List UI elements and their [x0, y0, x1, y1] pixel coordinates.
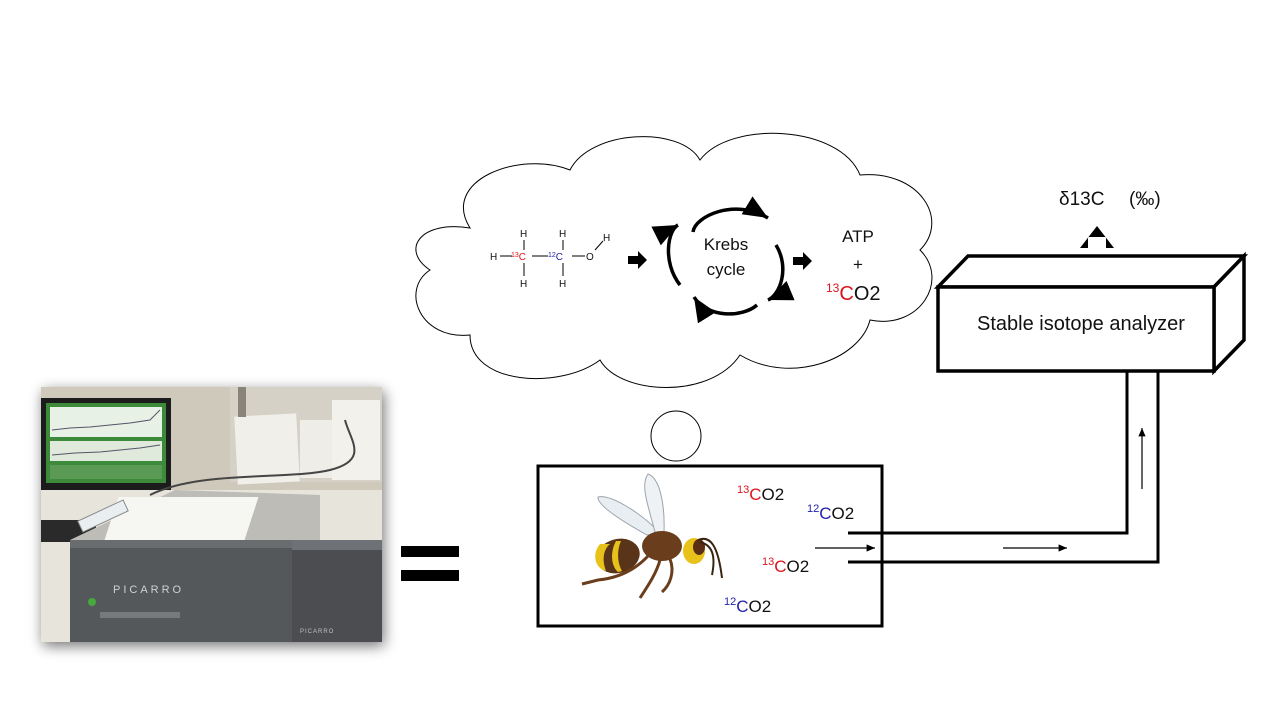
instrument-photo: PICARRO PICARRO [41, 387, 382, 642]
delta13c-label: δ13C [1059, 189, 1104, 210]
co2-label-12-b: 12CO2 [724, 596, 771, 616]
cloud-arrow-1 [628, 251, 647, 269]
delta13c-unit: (‰) [1129, 189, 1161, 210]
thought-cloud [415, 132, 933, 518]
krebs-cycle-arrows-icon [651, 196, 795, 324]
thought-bubble-large [650, 410, 702, 462]
respiration-chamber [536, 464, 884, 628]
carbon-13-atom: 13C [511, 252, 526, 263]
equals-symbol [401, 546, 459, 581]
ethanol-molecule: H H H H H H 13C 12C O [490, 229, 610, 290]
oxygen-atom: O [586, 252, 594, 263]
second-unit-brand: PICARRO [300, 629, 334, 635]
monitor-screen [41, 398, 171, 500]
device-brand-label: PICARRO [113, 584, 184, 596]
isotope-analyzer-box [933, 251, 1249, 376]
co2-label-13-a: 13CO2 [737, 484, 784, 504]
carbon-12-atom: 12C [548, 252, 563, 263]
atp-label: ATP [842, 227, 874, 246]
hornet-icon [581, 473, 723, 599]
h-top-1: H [520, 229, 527, 240]
analyzer-label: Stable isotope analyzer [977, 313, 1185, 335]
h-top-2: H [559, 229, 566, 240]
co2-label-13-b: 13CO2 [762, 556, 809, 576]
krebs-label-line2: cycle [707, 260, 746, 279]
plus-label: + [853, 255, 863, 274]
h-bottom-2: H [559, 279, 566, 290]
krebs-cycle: Krebs cycle [651, 196, 795, 324]
cloud-arrow-2 [793, 252, 812, 270]
krebs-label-line1: Krebs [704, 235, 748, 254]
co2-13-product-label: 13CO2 [826, 281, 881, 305]
chamber-co2-labels: 13CO2 12CO2 13CO2 12CO2 [724, 484, 854, 616]
picarro-analyzer-photo: PICARRO [70, 490, 320, 642]
output-up-arrow-icon [1080, 226, 1114, 248]
products: ATP + 13CO2 [826, 227, 881, 305]
h-bottom-1: H [520, 279, 527, 290]
gas-tubing [848, 371, 1160, 564]
h-hydroxyl: H [603, 233, 610, 244]
h-left: H [490, 252, 497, 263]
flow-arrows [815, 428, 1146, 552]
co2-label-12-a: 12CO2 [807, 503, 854, 523]
